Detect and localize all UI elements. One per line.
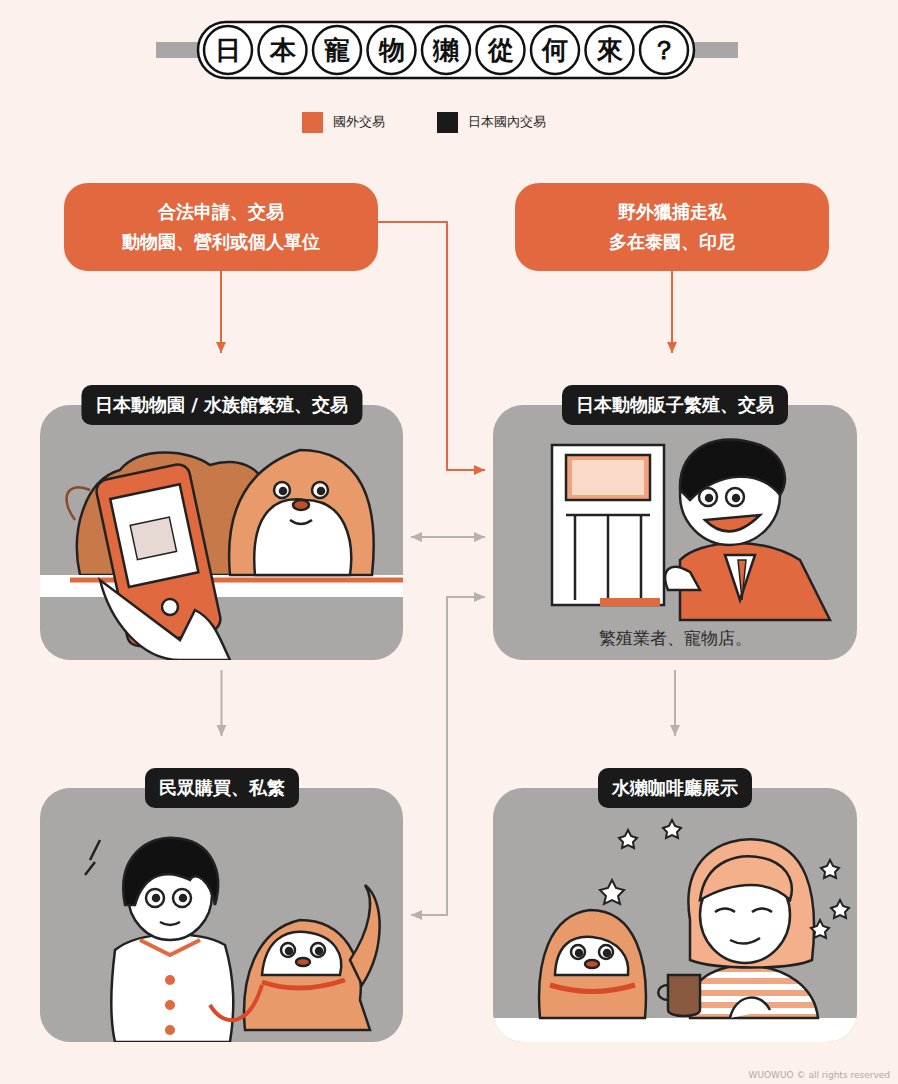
flow-line <box>378 222 485 470</box>
legend-swatch <box>437 112 458 133</box>
panel-heading: 日本動物販子繁殖、交易 <box>562 385 788 425</box>
arrow-head <box>411 910 422 920</box>
flow-line <box>411 597 485 915</box>
dealer-scene <box>552 439 830 620</box>
stage-panel: 水獺咖啡廳展示 <box>493 768 857 1042</box>
arrow-head <box>474 465 485 475</box>
legend-text: 國外交易 <box>333 113 385 131</box>
cafe-scene <box>493 820 857 1042</box>
panel-heading: 水獺咖啡廳展示 <box>598 768 752 808</box>
flow-arrow <box>216 271 226 353</box>
panel-heading: 日本動物園 / 水族館繁殖、交易 <box>81 385 362 425</box>
stage-panel: 民眾購買、私繁 <box>40 768 403 1042</box>
arrow-head <box>217 725 227 736</box>
box-text: 多在泰國、印尼 <box>609 227 735 257</box>
flow-line <box>411 536 485 538</box>
arrow-head <box>474 532 485 542</box>
flow-arrow <box>411 592 485 920</box>
legend-text: 日本國內交易 <box>468 113 546 131</box>
diagram-title: 日本寵物獺從何來？ <box>215 33 706 67</box>
source-box: 合法申請、交易動物園、營利或個人單位 <box>64 183 378 271</box>
source-box: 野外獵捕走私多在泰國、印尼 <box>515 183 829 271</box>
panel-ground <box>40 405 857 1042</box>
legend-swatch <box>302 112 323 133</box>
zoo-scene <box>40 450 403 660</box>
owner-scene <box>85 838 380 1042</box>
arrow-head <box>411 532 422 542</box>
arrow-head <box>667 342 677 353</box>
watermark: WUOWUO © all rights reserved <box>749 1070 890 1080</box>
flow-arrow <box>670 670 680 736</box>
stage-panel: 日本動物園 / 水族館繁殖、交易 <box>40 385 403 660</box>
box-text: 動物園、營利或個人單位 <box>122 227 320 257</box>
panel-heading: 民眾購買、私繁 <box>145 768 299 808</box>
flow-line <box>671 271 673 353</box>
box-text: 野外獵捕走私 <box>618 197 726 227</box>
flow-arrow <box>217 670 227 736</box>
flow-line <box>220 271 222 353</box>
box-text: 合法申請、交易 <box>158 197 284 227</box>
title-bar <box>156 22 738 78</box>
flow-arrow <box>667 271 677 353</box>
stage-panel: 日本動物販子繁殖、交易繁殖業者、寵物店。 <box>493 385 857 660</box>
flow-arrow <box>411 532 485 542</box>
arrow-head <box>670 725 680 736</box>
arrow-head <box>216 342 226 353</box>
flow-arrow <box>378 222 485 475</box>
arrow-head <box>474 592 485 602</box>
panel-note: 繁殖業者、寵物店。 <box>493 626 857 650</box>
